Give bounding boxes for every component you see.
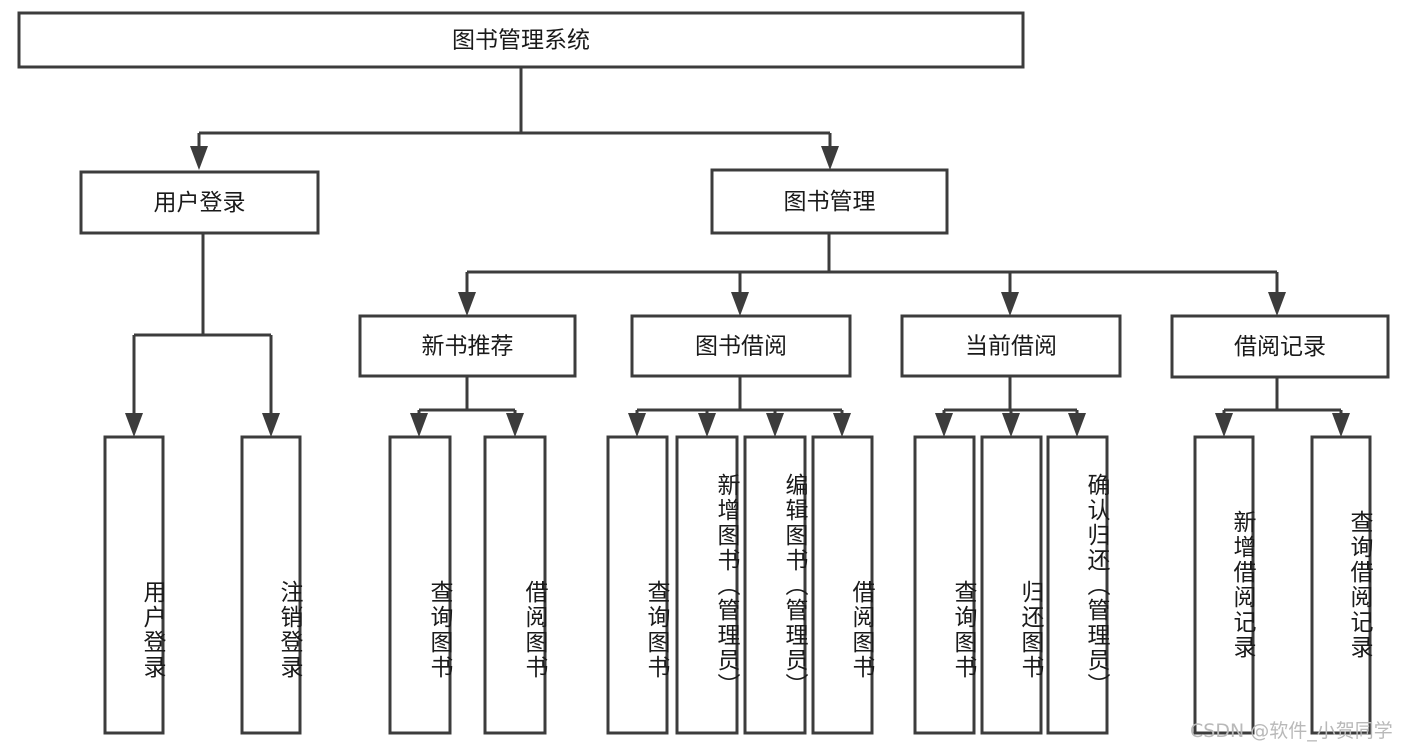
node-box-user-login[interactable]	[79, 170, 320, 235]
node-box-leaf-return-book[interactable]	[980, 435, 1043, 735]
arrow-head-icon	[190, 146, 208, 170]
node-box-leaf-query-book-3[interactable]	[913, 435, 976, 735]
node-label: 新书推荐	[422, 334, 514, 360]
node-label: 用户登录	[154, 190, 246, 216]
node-box-leaf-add-record[interactable]	[1193, 435, 1255, 735]
node-box-current-borrow[interactable]	[900, 314, 1122, 378]
arrow-head-icon	[628, 413, 646, 437]
node-box-leaf-query-book-1[interactable]	[388, 435, 452, 735]
watermark-text: CSDN @软件_小贺同学	[1190, 720, 1393, 742]
arrow-head-icon	[125, 413, 143, 437]
node-label: 图书借阅	[695, 334, 787, 360]
node-box-leaf-borrow-book-1[interactable]	[483, 435, 547, 735]
node-label: 当前借阅	[965, 334, 1057, 360]
node-box-leaf-edit-book-admin[interactable]	[743, 435, 807, 735]
arrow-head-icon	[1001, 292, 1019, 316]
arrow-head-icon	[698, 413, 716, 437]
arrow-head-icon	[833, 413, 851, 437]
node-box-leaf-confirm-return[interactable]	[1046, 435, 1109, 735]
arrow-head-icon	[766, 413, 784, 437]
node-box-book-borrow[interactable]	[630, 314, 852, 378]
node-label: 图书管理系统	[452, 28, 590, 54]
arrow-head-icon	[731, 292, 749, 316]
node-box-new-book-rec[interactable]	[358, 314, 577, 378]
node-label: 图书管理	[784, 189, 876, 215]
connectors-layer	[125, 67, 1350, 437]
node-box-leaf-add-book-admin[interactable]	[675, 435, 739, 735]
node-label: 借阅记录	[1234, 334, 1326, 360]
arrow-head-icon	[1215, 413, 1233, 437]
node-box-leaf-query-record[interactable]	[1310, 435, 1372, 735]
arrow-head-icon	[935, 413, 953, 437]
arrow-head-icon	[506, 413, 524, 437]
arrow-head-icon	[1068, 413, 1086, 437]
arrow-head-icon	[1332, 413, 1350, 437]
arrow-head-icon	[1002, 413, 1020, 437]
node-box-root[interactable]	[17, 11, 1025, 69]
arrow-head-icon	[821, 146, 839, 170]
node-box-leaf-logout[interactable]	[240, 435, 302, 735]
node-box-leaf-borrow-book-2[interactable]	[811, 435, 874, 735]
arrow-head-icon	[262, 413, 280, 437]
arrow-head-icon	[410, 413, 428, 437]
node-box-book-manage[interactable]	[710, 168, 949, 235]
node-box-leaf-user-login[interactable]	[103, 435, 165, 735]
arrow-head-icon	[458, 292, 476, 316]
node-box-borrow-record[interactable]	[1170, 314, 1390, 379]
node-box-leaf-query-book-2[interactable]	[606, 435, 669, 735]
arrow-head-icon	[1268, 292, 1286, 316]
